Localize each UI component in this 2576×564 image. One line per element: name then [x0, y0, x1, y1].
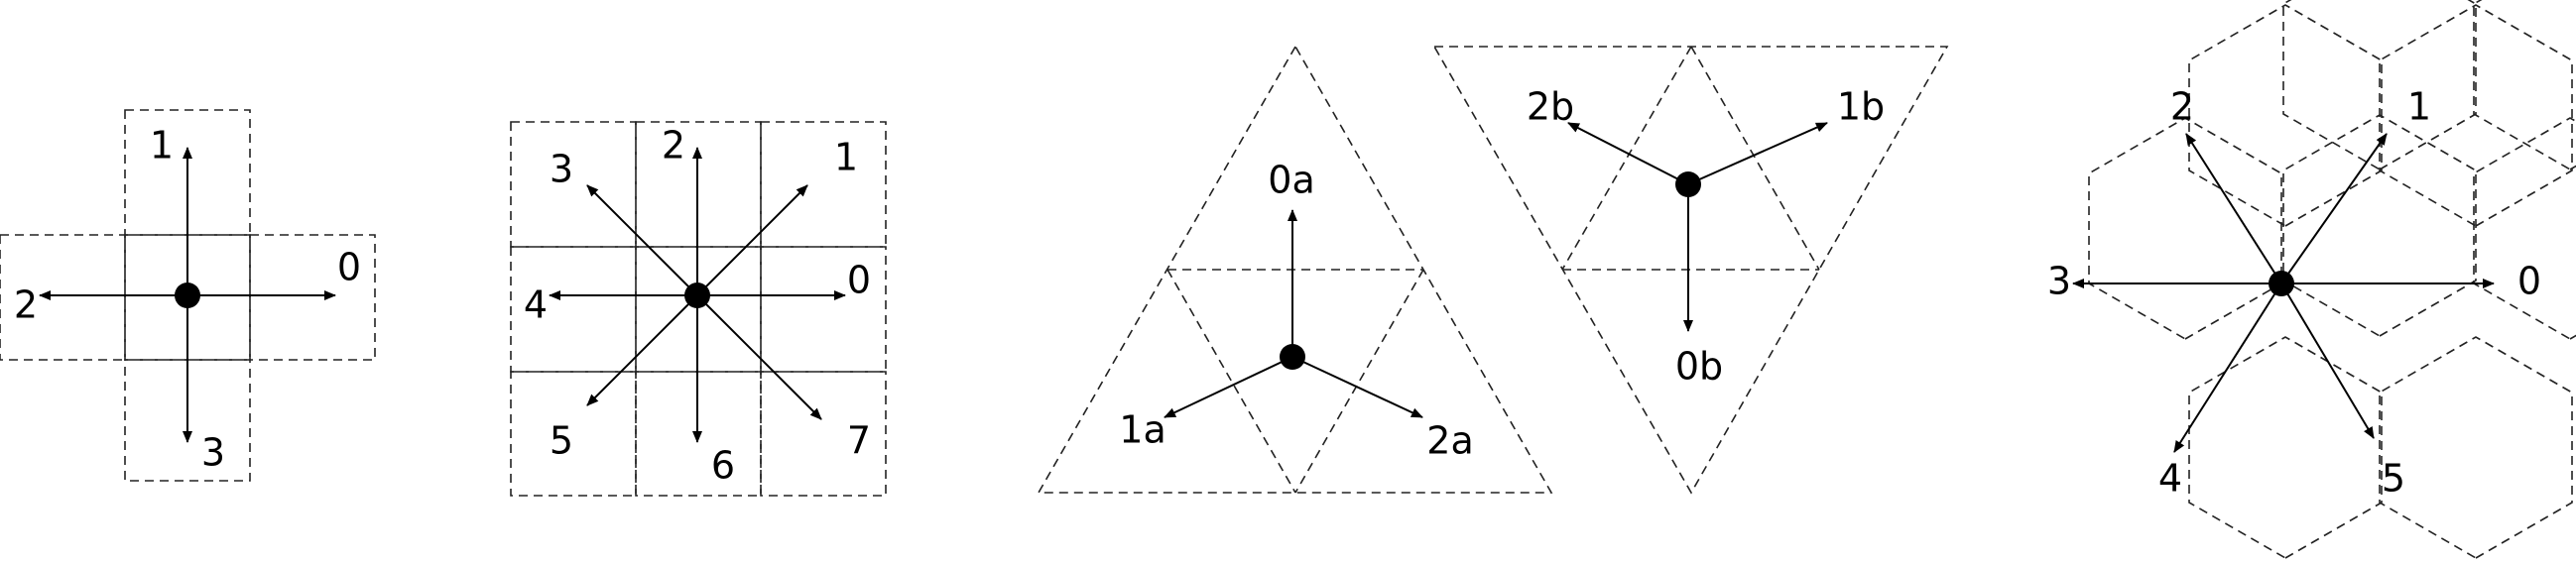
square-8-arrow-3: [586, 184, 698, 296]
square-8-label-1: 1: [834, 136, 858, 179]
hexagon-6-label-4: 4: [2158, 457, 2182, 501]
triangle-up-arrow-2a: [1291, 356, 1423, 418]
square-8-center-dot: [684, 282, 710, 308]
square-4-label-1: 1: [150, 124, 174, 168]
triangle-up-arrow-1a: [1164, 356, 1293, 418]
square-4-center-dot: [175, 282, 200, 308]
square-4-label-3: 3: [201, 431, 225, 475]
triangle-up-label-2a: 2a: [1426, 419, 1473, 463]
hexagon-6-label-2: 2: [2170, 85, 2194, 129]
triangle-up-grid: [1037, 45, 1553, 494]
triangle-down-label-0b: 0b: [1675, 345, 1723, 389]
square-8-arrow-5: [586, 294, 698, 406]
triangle-down-label-1b: 1b: [1837, 85, 1885, 129]
square-8-arrow-7: [696, 294, 822, 420]
square-8-label-0: 0: [847, 259, 871, 302]
triangle-up-label-1a: 1a: [1119, 408, 1165, 452]
triangle-down-grid: [1432, 46, 1949, 495]
panel-hexagon-6: 0 1 2 3 4 5: [2047, 0, 2576, 559]
panel-triangle-down: 0b 1b 2b: [1432, 46, 1949, 495]
square-4-label-0: 0: [337, 246, 361, 289]
hexagon-6-label-3: 3: [2047, 260, 2071, 303]
triangle-down-arrow-1b: [1687, 122, 1828, 185]
square-8-label-6: 6: [711, 444, 735, 488]
hexagon-6-arrow-5: [2280, 282, 2375, 439]
triangle-down-center-dot: [1675, 171, 1701, 197]
square-8-label-4: 4: [524, 283, 548, 327]
square-8-label-2: 2: [662, 124, 685, 168]
hexagon-6-label-1: 1: [2407, 85, 2431, 129]
triangle-up-center-dot: [1280, 344, 1305, 370]
hexagon-6-label-5: 5: [2382, 457, 2405, 501]
hexagon-6-arrow-1: [2280, 133, 2388, 284]
triangle-up-label-0a: 0a: [1268, 159, 1314, 202]
triangle-down-arrow-2b: [1567, 122, 1689, 185]
panel-triangle-up: 0a 1a 2a: [1037, 45, 1553, 494]
hexagon-6-arrow-2: [2185, 133, 2282, 284]
square-8-label-7: 7: [847, 419, 871, 463]
panel-square-4: 0 1 2 3: [0, 109, 376, 482]
hexagon-6-center-dot: [2269, 271, 2294, 296]
square-8-label-3: 3: [550, 148, 573, 191]
panel-square-8: 0 1 2 3 4 5 6 7: [510, 121, 887, 497]
square-4-label-2: 2: [14, 283, 38, 327]
square-8-label-5: 5: [550, 419, 573, 463]
hexagon-6-arrow-4: [2173, 282, 2282, 453]
square-8-arrow-1: [696, 184, 808, 296]
triangle-down-label-2b: 2b: [1527, 85, 1574, 129]
hexagon-6-label-0: 0: [2517, 260, 2541, 303]
